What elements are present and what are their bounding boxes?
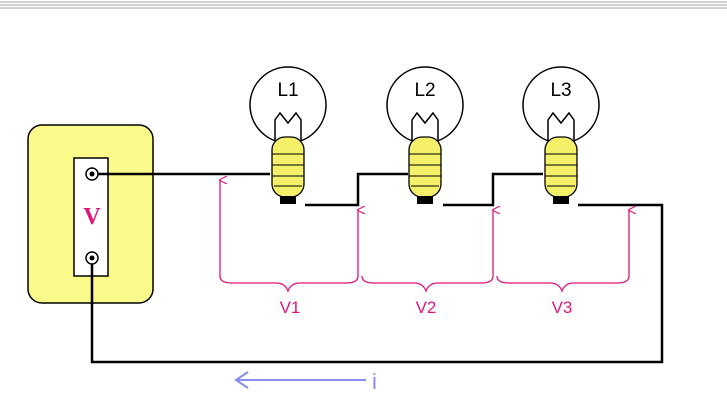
wires [90, 172, 664, 364]
lamp-label-l1: L1 [277, 80, 298, 101]
top-border [0, 1, 727, 9]
current-label: i [372, 369, 377, 394]
source-label: V [83, 204, 101, 230]
voltage-label-v1: V1 [280, 298, 301, 317]
wire-l2-to-l3 [443, 172, 543, 207]
voltage-label-v3: V3 [552, 298, 573, 317]
brace-v2 [361, 275, 494, 293]
voltage-source: V [27, 124, 154, 304]
brace-v1 [219, 275, 359, 293]
voltage-annotations [219, 180, 630, 293]
wire-l1-to-l2 [305, 172, 408, 207]
brace-v3 [496, 275, 630, 293]
lamp-l2: L2 [386, 66, 464, 204]
wire-l3-return [90, 203, 664, 364]
lamp-l3: L3 [522, 66, 600, 204]
lamp-label-l2: L2 [414, 80, 435, 101]
lamp-label-l3: L3 [550, 80, 571, 101]
current-arrow: i [234, 369, 377, 394]
lamp-l1: L1 [249, 66, 327, 204]
voltage-label-v2: V2 [416, 298, 437, 317]
